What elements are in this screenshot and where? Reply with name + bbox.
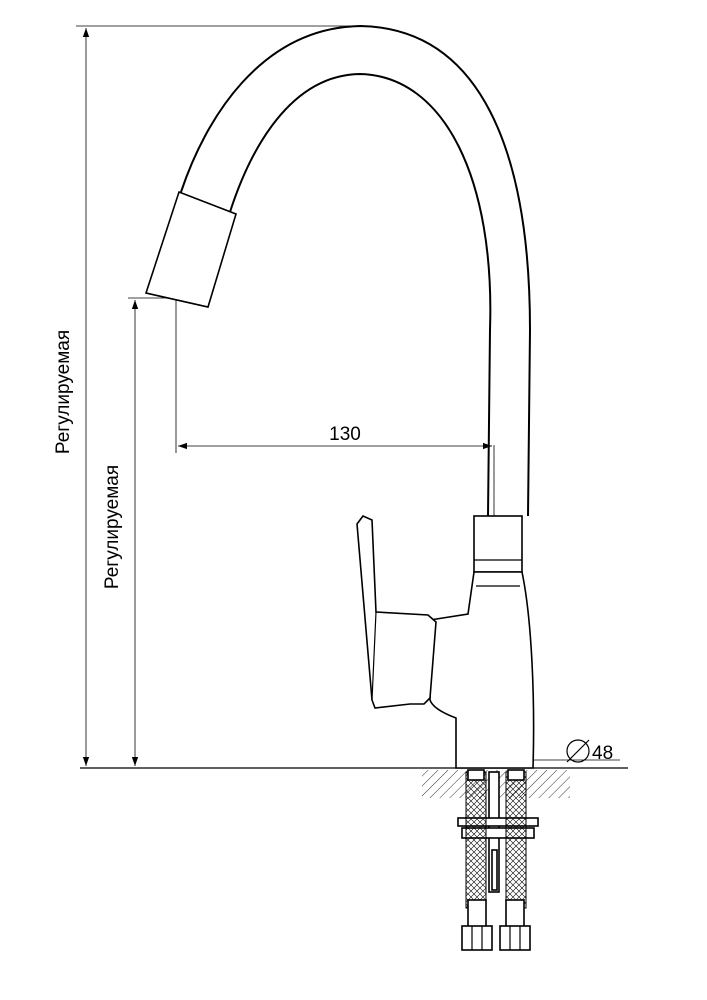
spout-reach-dimension: 130 bbox=[175, 300, 495, 516]
base-diameter-dimension: 48 bbox=[524, 739, 620, 768]
lever-handle bbox=[356, 515, 437, 709]
supply-hoses bbox=[457, 769, 539, 951]
spray-head bbox=[144, 190, 237, 308]
spout-reach-label: 130 bbox=[329, 424, 361, 445]
mixer-body bbox=[429, 571, 535, 769]
spout-height-dimension: Регулируемая bbox=[102, 297, 176, 766]
diameter-symbol-icon bbox=[566, 739, 590, 763]
overall-height-dimension: Регулируемая bbox=[53, 25, 372, 766]
overall-height-label: Регулируемая bbox=[53, 330, 74, 454]
countertop bbox=[80, 767, 628, 798]
flexible-spout bbox=[180, 24, 532, 517]
spout-collar bbox=[473, 515, 523, 573]
spout-height-label: Регулируемая bbox=[102, 465, 123, 589]
base-diameter-label: 48 bbox=[592, 743, 613, 764]
